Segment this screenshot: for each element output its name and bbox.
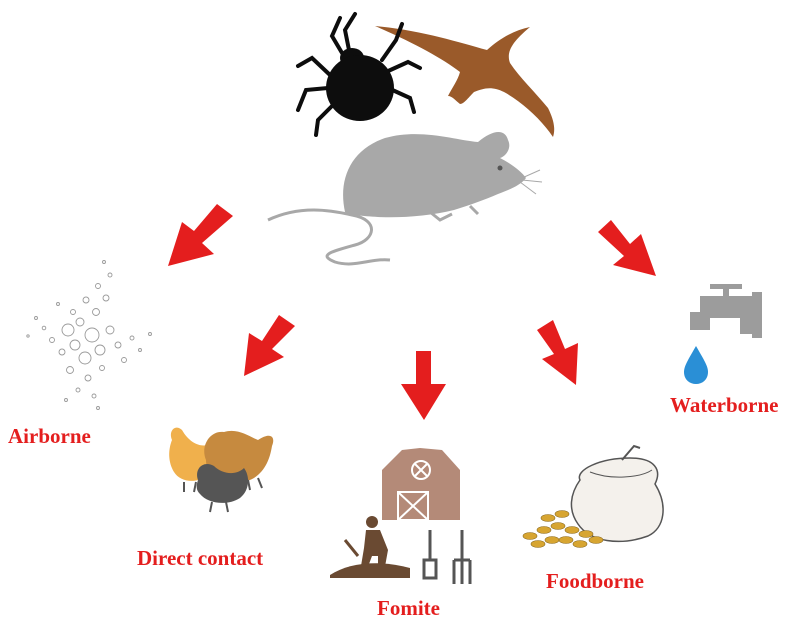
chickens-icon (169, 427, 274, 513)
bird-icon (375, 26, 555, 137)
grain-sack-icon (522, 444, 664, 548)
arrow-to-fomite (401, 351, 446, 420)
mouse-icon (267, 131, 543, 266)
arrow-to-airborne (168, 204, 233, 266)
barn-farmer-icon (330, 448, 472, 584)
airborne-label: Airborne (8, 424, 91, 448)
airborne-particles-icon (26, 260, 152, 410)
arrow-to-foodborne (537, 320, 578, 385)
tick-icon (296, 12, 422, 137)
foodborne-label: Foodborne (546, 569, 644, 593)
fomite-label: Fomite (377, 596, 440, 620)
waterborne-label: Waterborne (670, 393, 778, 417)
water-tap-icon (684, 284, 762, 384)
direct-contact-label: Direct contact (137, 546, 263, 570)
arrow-to-direct-contact (244, 315, 295, 376)
arrow-to-waterborne (598, 220, 656, 276)
